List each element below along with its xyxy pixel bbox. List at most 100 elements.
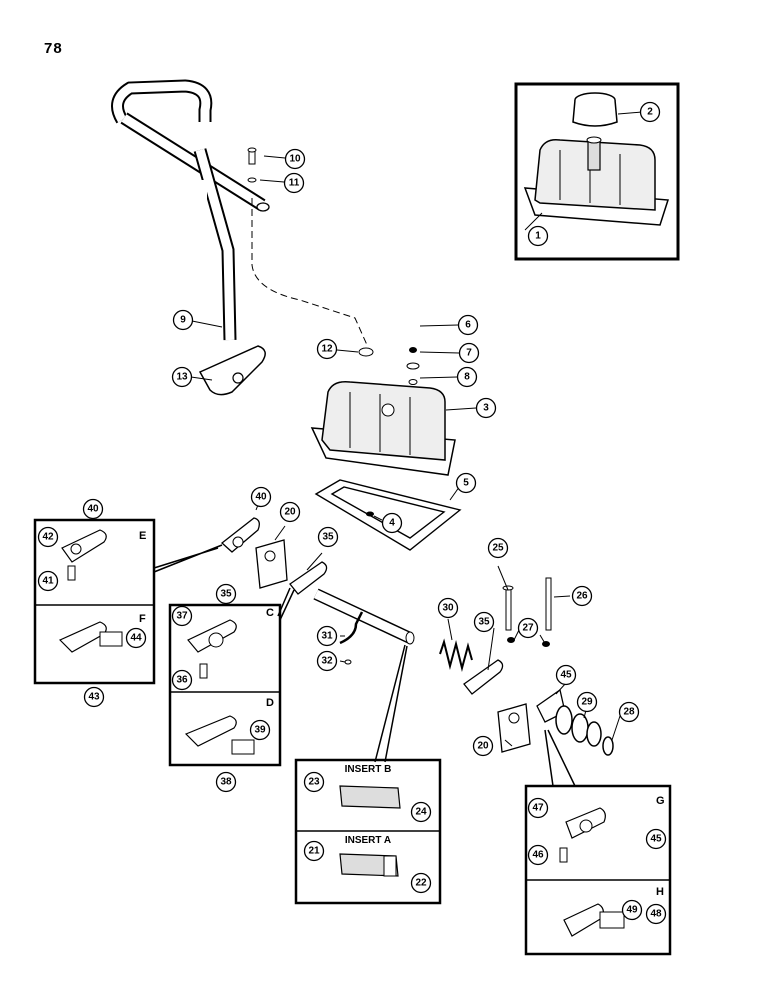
callout-8: 8 <box>456 366 478 388</box>
callout-3: 3 <box>475 397 497 419</box>
svg-text:28: 28 <box>623 707 635 718</box>
box-letter-d: D <box>266 697 274 709</box>
svg-text:46: 46 <box>532 850 544 861</box>
oil-tube-31-drawing <box>339 611 364 645</box>
callout-41: 41 <box>37 570 59 592</box>
svg-text:24: 24 <box>415 807 427 818</box>
svg-text:42: 42 <box>42 532 54 543</box>
callout-22: 22 <box>410 872 432 894</box>
callout-45-part: 45 <box>555 664 577 686</box>
svg-text:12: 12 <box>321 344 333 355</box>
svg-text:35: 35 <box>478 617 490 628</box>
support-20-upper-drawing <box>255 539 288 589</box>
callout-7: 7 <box>458 342 480 364</box>
svg-text:38: 38 <box>220 777 232 788</box>
support-20-lower-drawing <box>497 703 531 753</box>
svg-text:36: 36 <box>176 675 188 686</box>
svg-text:11: 11 <box>289 178 300 189</box>
bracket-drawing <box>198 345 266 396</box>
svg-text:20: 20 <box>477 741 489 752</box>
svg-text:44: 44 <box>130 633 142 644</box>
breather-cap-drawing <box>572 92 618 127</box>
insert-b-title: INSERT B <box>345 764 392 775</box>
svg-text:20: 20 <box>284 507 296 518</box>
svg-text:25: 25 <box>492 543 504 554</box>
callout-9: 9 <box>172 309 194 331</box>
page-number: 78 <box>44 40 63 57</box>
callout-13: 13 <box>171 366 193 388</box>
callout-6: 6 <box>457 314 479 336</box>
callout-30: 30 <box>437 597 459 619</box>
box-letter-g: G <box>656 795 665 807</box>
leader-lines <box>190 155 621 747</box>
svg-text:49: 49 <box>626 905 638 916</box>
spring-30-drawing <box>439 638 473 672</box>
svg-text:9: 9 <box>180 315 186 326</box>
gh-pointer-lines <box>544 729 576 787</box>
rocker-arm-35-left-drawing <box>289 561 328 595</box>
callout-48: 48 <box>645 903 667 925</box>
svg-text:37: 37 <box>176 611 188 622</box>
box-inserts <box>294 758 442 905</box>
callout-28: 28 <box>618 701 640 723</box>
valve-cover-drawing <box>310 380 456 476</box>
svg-text:4: 4 <box>389 518 395 529</box>
callout-20-lower: 20 <box>472 735 494 757</box>
insert-pointer-lines <box>374 644 408 763</box>
callout-27: 27 <box>517 617 539 639</box>
callout-20-upper: 20 <box>279 501 301 523</box>
svg-text:48: 48 <box>650 909 662 920</box>
callout-40-part: 40 <box>250 486 272 508</box>
callout-35-box-c: 35 <box>215 583 237 605</box>
svg-text:10: 10 <box>289 154 301 165</box>
svg-text:23: 23 <box>308 777 320 788</box>
svg-text:7: 7 <box>466 348 472 359</box>
svg-text:2: 2 <box>647 107 653 118</box>
svg-text:32: 32 <box>321 656 333 667</box>
svg-text:47: 47 <box>532 803 544 814</box>
svg-text:3: 3 <box>483 403 489 414</box>
svg-text:27: 27 <box>522 623 534 634</box>
callout-36: 36 <box>171 669 193 691</box>
svg-text:40: 40 <box>255 492 267 503</box>
cd-pointer-lines <box>277 587 295 621</box>
svg-text:30: 30 <box>442 603 454 614</box>
svg-text:39: 39 <box>254 725 266 736</box>
inset-valve-cover <box>514 82 680 261</box>
callout-25: 25 <box>487 537 509 559</box>
ef-pointer-lines <box>153 544 223 573</box>
svg-text:45: 45 <box>650 834 662 845</box>
dashed-guide-line <box>251 198 368 346</box>
callout-37: 37 <box>171 605 193 627</box>
svg-text:41: 41 <box>42 576 54 587</box>
callout-5: 5 <box>455 472 477 494</box>
callout-12: 12 <box>316 338 338 360</box>
bolt-and-washer-drawing <box>247 147 420 385</box>
rocker-shaft-drawing <box>313 588 415 645</box>
box-letter-f: F <box>139 613 146 625</box>
rocker-arm-45-and-washers-drawing <box>536 688 614 756</box>
callout-24: 24 <box>410 801 432 823</box>
svg-text:45: 45 <box>560 670 572 681</box>
callout-45-box: 45 <box>645 828 667 850</box>
breather-pipe-drawing <box>111 79 270 341</box>
svg-text:21: 21 <box>308 846 320 857</box>
insert-a-title: INSERT A <box>345 835 391 846</box>
box-letter-c: C <box>266 607 274 619</box>
svg-text:6: 6 <box>465 320 471 331</box>
callout-29: 29 <box>576 691 598 713</box>
svg-text:31: 31 <box>321 631 333 642</box>
svg-text:26: 26 <box>576 591 588 602</box>
svg-text:1: 1 <box>535 231 541 242</box>
callout-38: 38 <box>215 771 237 793</box>
svg-text:5: 5 <box>463 478 469 489</box>
svg-text:40: 40 <box>87 504 99 515</box>
callout-4: 4 <box>381 512 403 534</box>
callouts: 1 2 3 4 5 6 7 8 9 10 11 12 13 20 20 21 2… <box>37 101 667 925</box>
rocker-arm-40-drawing <box>220 517 260 553</box>
svg-text:35: 35 <box>322 532 334 543</box>
box-letter-h: H <box>656 886 664 898</box>
callout-44: 44 <box>125 627 147 649</box>
box-gh <box>524 784 672 956</box>
box-cd <box>168 603 282 767</box>
